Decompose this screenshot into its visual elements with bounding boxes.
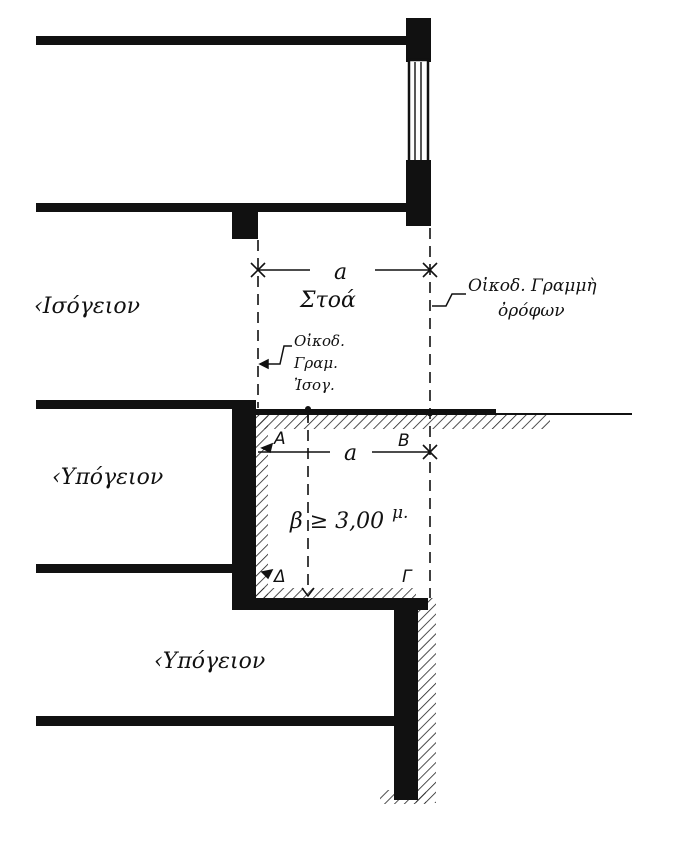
window-frame — [407, 58, 430, 164]
hatch-right-wall — [416, 598, 436, 803]
label-point-A: A — [273, 429, 286, 449]
label-oikod-orofon-1: Οἰκοδ. Γραμμὴ — [468, 276, 597, 296]
dim-top-left-tick-b — [250, 262, 266, 278]
slab-second — [36, 203, 416, 212]
basement-step-slab — [232, 598, 428, 610]
label-height-unit: μ. — [392, 503, 408, 523]
point-marker-top — [305, 406, 311, 412]
ground-slab-front — [256, 409, 496, 415]
hatch-under-ground-line — [258, 415, 550, 429]
height-arrow-bottom — [301, 587, 315, 598]
hatch-step — [256, 588, 416, 600]
dim-top-right-tick-b — [422, 262, 438, 278]
corner-arrow-A — [260, 442, 274, 454]
label-oikod-isog-2: Γραμ. — [293, 354, 338, 372]
label-point-B: B — [398, 431, 410, 451]
label-ypogeio-lower: ‹Υπόγειον — [154, 649, 265, 674]
slab-basement-upper — [36, 564, 236, 573]
leaders — [258, 293, 466, 598]
hatch-inner-left — [256, 415, 268, 600]
leader-orofon — [432, 293, 466, 307]
reference-points — [305, 406, 433, 417]
leader-isogeio — [260, 345, 292, 365]
label-oikod-isog-3: Ἰσογ. — [294, 376, 335, 394]
point-marker-B — [427, 411, 433, 417]
retaining-walls — [232, 402, 428, 800]
upper-facade — [232, 18, 431, 239]
facade-wall-bottom — [406, 160, 431, 226]
slab-ground — [36, 400, 256, 409]
label-oikod-orofon-2: ὀρόφων — [498, 301, 565, 321]
floor-slabs — [36, 36, 416, 726]
label-oikod-isog-1: Οἰκοδ. — [294, 332, 345, 350]
dimension-a-top — [250, 262, 438, 278]
column-stub — [232, 205, 258, 239]
label-height-condition: β ≥ 3,00 — [289, 509, 384, 534]
label-point-G: Γ — [402, 567, 413, 587]
text-labels: ‹Ισόγειον ‹Υπόγειον ‹Υπόγειον a Στοά Οἰκ… — [34, 260, 597, 674]
facade-wall-top — [406, 18, 431, 62]
basement-wall-upper — [232, 402, 256, 610]
corner-arrow-D — [260, 568, 274, 580]
label-stoa: Στοά — [299, 288, 356, 313]
basement-wall-lower — [394, 598, 418, 800]
slab-top — [36, 36, 416, 45]
label-ypogeio-upper: ‹Υπόγειον — [52, 465, 163, 490]
leader-arrow-isogeio — [258, 358, 269, 370]
label-dim-a-top: a — [334, 260, 347, 285]
dim-bottom-right-tick-b — [422, 444, 438, 460]
label-isogeio: ‹Ισόγειον — [34, 294, 140, 319]
label-point-D: Δ — [272, 567, 286, 587]
label-dim-a-bottom: a — [344, 441, 357, 466]
slab-basement-lower — [36, 716, 400, 726]
